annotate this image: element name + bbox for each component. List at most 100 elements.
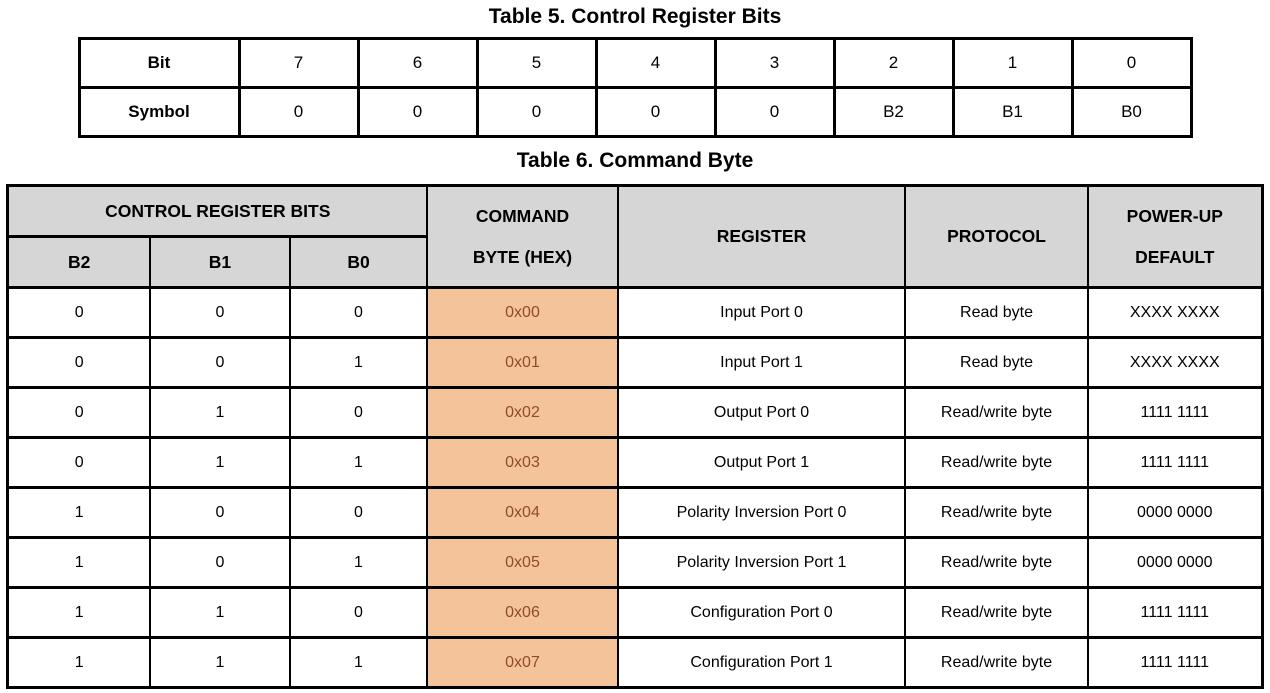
table-row: 1 0 0 0x04 Polarity Inversion Port 0 Rea… bbox=[6, 486, 1264, 539]
cell-protocol: Read byte bbox=[904, 286, 1090, 339]
cell-command-byte: 0x00 bbox=[426, 286, 620, 339]
table6-header-power-up-line2: DEFAULT bbox=[1135, 247, 1215, 267]
table6-header-b2: B2 bbox=[6, 235, 151, 289]
table5-symbol-6: 0 bbox=[356, 86, 479, 138]
cell-register: Input Port 1 bbox=[617, 336, 907, 389]
cell-b2: 1 bbox=[6, 586, 151, 639]
cell-power-up-default: XXXX XXXX bbox=[1087, 336, 1264, 389]
cell-protocol: Read byte bbox=[904, 336, 1090, 389]
cell-register: Configuration Port 1 bbox=[617, 636, 907, 689]
cell-power-up-default: 1111 1111 bbox=[1087, 436, 1264, 489]
table5-bit-6: 6 bbox=[356, 37, 479, 89]
cell-b0: 1 bbox=[288, 636, 429, 689]
cell-b1: 0 bbox=[148, 286, 291, 339]
table5-bit-7: 7 bbox=[237, 37, 360, 89]
table6-header-command-byte-line1: COMMAND bbox=[475, 206, 570, 226]
table5-bit-label: Bit bbox=[77, 37, 241, 89]
cell-power-up-default: 1111 1111 bbox=[1087, 586, 1264, 639]
cell-command-byte: 0x01 bbox=[426, 336, 620, 389]
cell-protocol: Read/write byte bbox=[904, 636, 1090, 689]
table-row: 0 0 1 0x01 Input Port 1 Read byte XXXX X… bbox=[6, 336, 1264, 389]
cell-command-byte: 0x03 bbox=[426, 436, 620, 489]
cell-b2: 1 bbox=[6, 636, 151, 689]
table-row: 1 0 1 0x05 Polarity Inversion Port 1 Rea… bbox=[6, 536, 1264, 589]
table5-symbol-5: 0 bbox=[475, 86, 598, 138]
cell-power-up-default: 1111 1111 bbox=[1087, 636, 1264, 689]
cell-power-up-default: 1111 1111 bbox=[1087, 386, 1264, 439]
cell-b0: 0 bbox=[288, 286, 429, 339]
table5-bit-1: 1 bbox=[951, 37, 1074, 89]
table5-bit-4: 4 bbox=[594, 37, 717, 89]
cell-register: Polarity Inversion Port 1 bbox=[617, 536, 907, 589]
table5-symbol-3: 0 bbox=[713, 86, 836, 138]
table5-symbol-row: Symbol 0 0 0 0 0 B2 B1 B0 bbox=[77, 86, 1193, 138]
table6-header-command-byte: COMMAND BYTE (HEX) bbox=[426, 184, 620, 289]
cell-command-byte: 0x07 bbox=[426, 636, 620, 689]
cell-register: Output Port 1 bbox=[617, 436, 907, 489]
cell-command-byte: 0x05 bbox=[426, 536, 620, 589]
table5-symbol-1: B1 bbox=[951, 86, 1074, 138]
table6-title: Table 6. Command Byte bbox=[516, 149, 754, 172]
cell-b0: 1 bbox=[288, 436, 429, 489]
table6-command-byte: CONTROL REGISTER BITS COMMAND BYTE (HEX)… bbox=[6, 184, 1264, 689]
table6-header-row-1: CONTROL REGISTER BITS COMMAND BYTE (HEX)… bbox=[6, 184, 1264, 289]
cell-b1: 0 bbox=[148, 336, 291, 389]
cell-register: Configuration Port 0 bbox=[617, 586, 907, 639]
cell-b0: 1 bbox=[288, 336, 429, 389]
cell-protocol: Read/write byte bbox=[904, 536, 1090, 589]
table5-symbol-4: 0 bbox=[594, 86, 717, 138]
cell-b1: 1 bbox=[148, 636, 291, 689]
table-row: 0 1 0 0x02 Output Port 0 Read/write byte… bbox=[6, 386, 1264, 439]
cell-protocol: Read/write byte bbox=[904, 586, 1090, 639]
table6-header-command-byte-line2: BYTE (HEX) bbox=[472, 247, 573, 267]
cell-b1: 0 bbox=[148, 486, 291, 539]
table6-header-register: REGISTER bbox=[617, 184, 907, 289]
table5-bit-2: 2 bbox=[832, 37, 955, 89]
table-row: 1 1 0 0x06 Configuration Port 0 Read/wri… bbox=[6, 586, 1264, 639]
cell-b1: 1 bbox=[148, 586, 291, 639]
cell-b2: 0 bbox=[6, 336, 151, 389]
table5-control-register-bits: Bit 7 6 5 4 3 2 1 0 Symbol 0 0 0 0 0 B2 … bbox=[77, 37, 1193, 138]
table5-symbol-label: Symbol bbox=[77, 86, 241, 138]
table6-header-row-2: B2 B1 B0 bbox=[6, 235, 1262, 289]
table-row: 0 1 1 0x03 Output Port 1 Read/write byte… bbox=[6, 436, 1264, 489]
table5-bit-5: 5 bbox=[475, 37, 598, 89]
cell-register: Output Port 0 bbox=[617, 386, 907, 439]
cell-command-byte: 0x04 bbox=[426, 486, 620, 539]
cell-register: Polarity Inversion Port 0 bbox=[617, 486, 907, 539]
table5-title: Table 5. Control Register Bits bbox=[488, 5, 782, 28]
cell-power-up-default: 0000 0000 bbox=[1087, 536, 1264, 589]
cell-b0: 0 bbox=[288, 586, 429, 639]
cell-b0: 0 bbox=[288, 386, 429, 439]
table6-header-power-up-default: POWER-UP DEFAULT bbox=[1087, 184, 1264, 289]
cell-command-byte: 0x02 bbox=[426, 386, 620, 439]
table5-symbol-0: B0 bbox=[1070, 86, 1193, 138]
cell-protocol: Read/write byte bbox=[904, 436, 1090, 489]
cell-register: Input Port 0 bbox=[617, 286, 907, 339]
table5-symbol-7: 0 bbox=[237, 86, 360, 138]
cell-b1: 1 bbox=[148, 436, 291, 489]
table6-header-control-register-bits: CONTROL REGISTER BITS bbox=[6, 184, 429, 238]
cell-b1: 1 bbox=[148, 386, 291, 439]
table-row: 1 1 1 0x07 Configuration Port 1 Read/wri… bbox=[6, 636, 1264, 689]
cell-b2: 0 bbox=[6, 436, 151, 489]
cell-power-up-default: XXXX XXXX bbox=[1087, 286, 1264, 339]
table6-header-power-up-line1: POWER-UP bbox=[1126, 206, 1223, 226]
table-row: 0 0 0 0x00 Input Port 0 Read byte XXXX X… bbox=[6, 286, 1264, 339]
cell-protocol: Read/write byte bbox=[904, 386, 1090, 439]
cell-command-byte: 0x06 bbox=[426, 586, 620, 639]
table5-bit-row: Bit 7 6 5 4 3 2 1 0 bbox=[77, 37, 1193, 89]
table5-symbol-2: B2 bbox=[832, 86, 955, 138]
cell-b2: 1 bbox=[6, 536, 151, 589]
table5-bit-3: 3 bbox=[713, 37, 836, 89]
cell-b2: 0 bbox=[6, 386, 151, 439]
table6-header-b0: B0 bbox=[288, 235, 429, 289]
cell-b0: 1 bbox=[288, 536, 429, 589]
table6-header-protocol: PROTOCOL bbox=[904, 184, 1090, 289]
table6-header-b1: B1 bbox=[148, 235, 291, 289]
cell-protocol: Read/write byte bbox=[904, 486, 1090, 539]
table5-bit-0: 0 bbox=[1070, 37, 1193, 89]
cell-b0: 0 bbox=[288, 486, 429, 539]
cell-b2: 0 bbox=[6, 286, 151, 339]
cell-b1: 0 bbox=[148, 536, 291, 589]
